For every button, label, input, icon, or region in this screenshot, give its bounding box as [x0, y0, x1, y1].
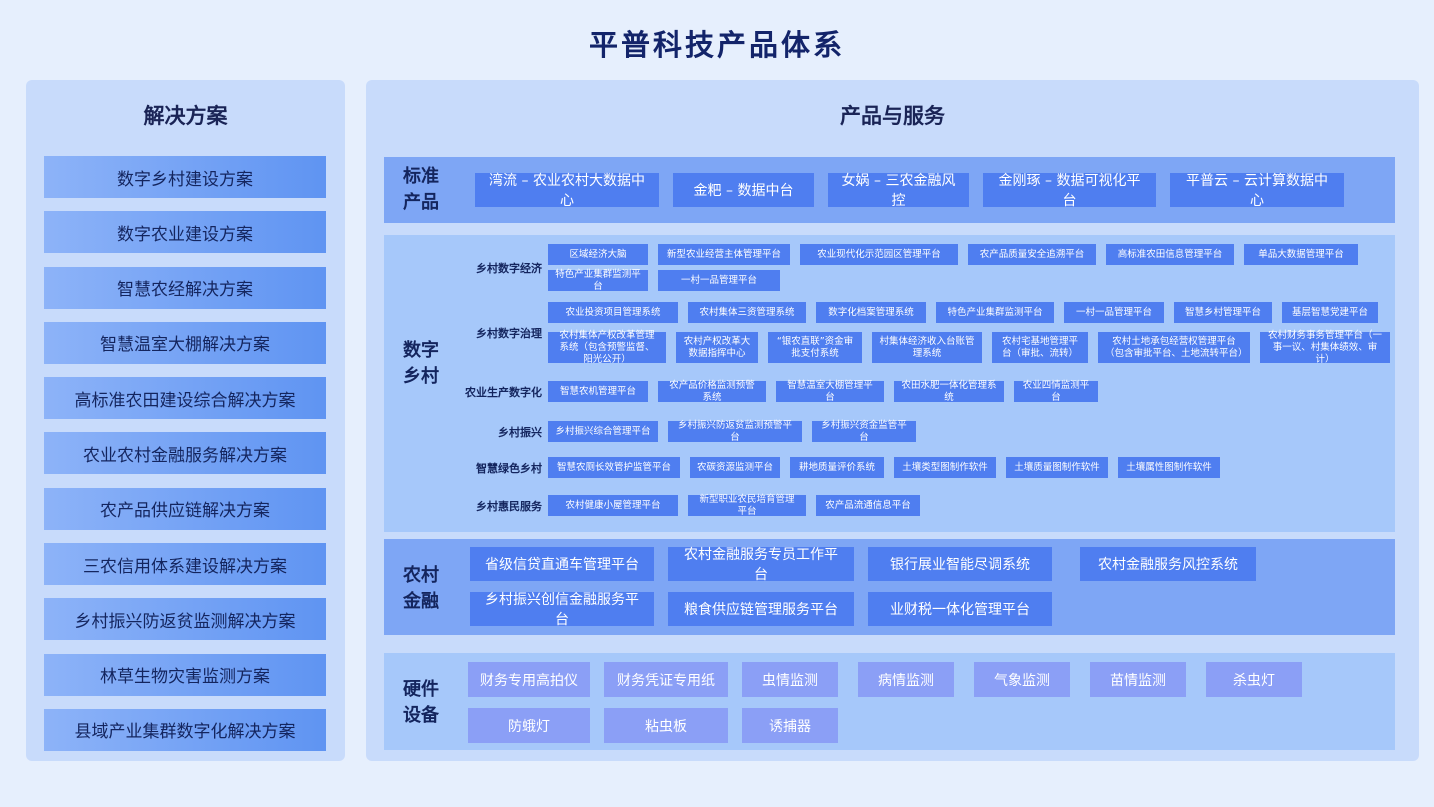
product-chip[interactable]: 一村一品管理平台	[1064, 302, 1164, 323]
solution-item[interactable]: 农业农村金融服务解决方案	[44, 432, 326, 475]
product-chip[interactable]: 乡村振兴综合管理平台	[548, 421, 658, 442]
solution-item[interactable]: 县域产业集群数字化解决方案	[44, 708, 326, 751]
product-chip[interactable]: 农业现代化示范园区管理平台	[800, 244, 958, 265]
product-chip[interactable]: 区域经济大脑	[548, 244, 648, 265]
category-label: 农业生产数字化	[465, 385, 542, 399]
product-chip[interactable]: 农村土地承包经营权管理平台（包含审批平台、土地流转平台）	[1098, 332, 1250, 363]
product-chip[interactable]: 乡村振兴资金监管平台	[812, 420, 916, 443]
products-title: 产品与服务	[840, 104, 945, 128]
solution-item[interactable]: 智慧温室大棚解决方案	[44, 321, 326, 364]
category-row: 乡村数字经济区域经济大脑新型农业经营主体管理平台农业现代化示范园区管理平台农产品…	[464, 244, 1358, 292]
product-chip[interactable]: 土壤属性图制作软件	[1118, 457, 1220, 478]
rural-finance-section: 农村金融 省级信贷直通车管理平台农村金融服务专员工作平台银行展业智能尽调系统农村…	[384, 539, 1395, 635]
category-row: 农业生产数字化智慧农机管理平台农产品价格监测预警系统智慧温室大棚管理平台农田水肥…	[464, 380, 1098, 403]
product-chip[interactable]: 苗情监测	[1090, 662, 1186, 697]
solutions-list: 数字乡村建设方案数字农业建设方案智慧农经解决方案智慧温室大棚解决方案高标准农田建…	[44, 156, 326, 764]
product-chip[interactable]: 乡村振兴创信金融服务平台	[470, 592, 654, 628]
product-chip[interactable]: 农村集体三资管理系统	[688, 302, 806, 323]
category-row: 乡村惠民服务农村健康小屋管理平台新型职业农民培育管理平台农产品流通信息平台	[464, 494, 920, 517]
product-chip[interactable]: 基层智慧党建平台	[1282, 302, 1378, 323]
product-chip[interactable]: 耕地质量评价系统	[790, 457, 884, 478]
product-chip[interactable]: 粮食供应链管理服务平台	[668, 592, 854, 626]
product-chip[interactable]: 诱捕器	[742, 708, 838, 743]
product-chip[interactable]: 土壤类型图制作软件	[894, 457, 996, 478]
solution-item[interactable]: 农产品供应链解决方案	[44, 487, 326, 530]
category-row: 乡村振兴乡村振兴综合管理平台乡村振兴防返贫监测预警平台乡村振兴资金监管平台	[464, 420, 916, 443]
standard-products-section: 标准产品 湾流 – 农业农村大数据中心金粑 – 数据中台女娲 – 三农金融风控金…	[384, 157, 1395, 223]
product-chip[interactable]: 财务专用高拍仪	[468, 662, 590, 697]
product-chip[interactable]: 农村集体产权改革管理系统（包含预警监督、阳光公开）	[548, 330, 666, 365]
product-chip[interactable]: 农业投资项目管理系统	[548, 302, 678, 323]
product-chip[interactable]: 湾流 – 农业农村大数据中心	[475, 173, 659, 209]
solution-item[interactable]: 乡村振兴防返贫监测解决方案	[44, 598, 326, 641]
product-chip[interactable]: 特色产业集群监测平台	[548, 269, 648, 292]
product-chip[interactable]: 乡村振兴防返贫监测预警平台	[668, 420, 802, 443]
digital-village-section: 数字乡村 乡村数字经济区域经济大脑新型农业经营主体管理平台农业现代化示范园区管理…	[384, 235, 1395, 532]
product-chip[interactable]: 新型职业农民培育管理平台	[688, 494, 806, 517]
product-chip[interactable]: 智慧农厕长效管护监管平台	[548, 457, 680, 478]
product-chip[interactable]: 气象监测	[974, 662, 1070, 697]
product-chip[interactable]: 农村金融服务专员工作平台	[668, 547, 854, 583]
product-chip[interactable]: 农村产权改革大数据指挥中心	[676, 332, 758, 363]
product-chip[interactable]: 农田水肥一体化管理系统	[894, 380, 1004, 403]
page-title: 平普科技产品体系	[588, 28, 845, 62]
product-chip[interactable]: 农产品质量安全追溯平台	[968, 244, 1096, 265]
product-chip[interactable]: “银农直联”资金审批支付系统	[768, 332, 862, 363]
product-chip[interactable]: 数字化档案管理系统	[816, 302, 926, 323]
product-chip[interactable]: 杀虫灯	[1206, 662, 1302, 697]
solutions-title: 解决方案	[143, 104, 228, 128]
solution-item[interactable]: 智慧农经解决方案	[44, 266, 326, 309]
product-chip[interactable]: 一村一品管理平台	[658, 270, 780, 291]
product-chip[interactable]: 智慧乡村管理平台	[1174, 302, 1272, 323]
solution-item[interactable]: 三农信用体系建设解决方案	[44, 543, 326, 586]
product-chip[interactable]: 新型农业经营主体管理平台	[658, 244, 790, 265]
category-row: 智慧绿色乡村智慧农厕长效管护监管平台农碳资源监测平台耕地质量评价系统土壤类型图制…	[464, 457, 1220, 478]
hardware-section: 硬件设备 财务专用高拍仪财务凭证专用纸虫情监测病情监测气象监测苗情监测杀虫灯防蛾…	[384, 653, 1395, 750]
section-label: 硬件设备	[403, 679, 439, 726]
solution-item[interactable]: 数字乡村建设方案	[44, 156, 326, 198]
category-label: 乡村惠民服务	[476, 499, 542, 513]
category-label: 乡村数字治理	[476, 326, 542, 340]
product-chip[interactable]: 虫情监测	[742, 662, 838, 697]
category-label: 乡村振兴	[498, 425, 542, 439]
product-chip[interactable]: 农村财务事务管理平台（一事一议、村集体绩效、审计）	[1260, 330, 1390, 365]
product-chip[interactable]: 单品大数据管理平台	[1244, 244, 1358, 265]
product-chip[interactable]: 防蛾灯	[468, 708, 590, 743]
section-label: 数字乡村	[403, 340, 439, 387]
product-chip[interactable]: 村集体经济收入台账管理系统	[872, 332, 982, 363]
product-chip[interactable]: 病情监测	[858, 662, 954, 697]
product-chip[interactable]: 土壤质量图制作软件	[1006, 457, 1108, 478]
product-chip[interactable]: 粘虫板	[604, 708, 728, 743]
product-chip[interactable]: 智慧农机管理平台	[548, 381, 648, 402]
product-chip[interactable]: 农产品流通信息平台	[816, 495, 920, 516]
product-chip[interactable]: 金刚琢 – 数据可视化平台	[983, 173, 1156, 209]
product-chip[interactable]: 高标准农田信息管理平台	[1106, 244, 1234, 265]
product-chip[interactable]: 银行展业智能尽调系统	[868, 547, 1052, 581]
product-chip[interactable]: 特色产业集群监测平台	[936, 302, 1054, 323]
solution-item[interactable]: 高标准农田建设综合解决方案	[44, 377, 326, 420]
section-label: 农村金融	[403, 565, 439, 612]
solution-item[interactable]: 林草生物灾害监测方案	[44, 653, 326, 696]
section-label: 标准产品	[403, 166, 439, 213]
product-chip[interactable]: 农产品价格监测预警系统	[658, 380, 766, 403]
product-chip[interactable]: 女娲 – 三农金融风控	[828, 173, 969, 209]
category-label: 乡村数字经济	[476, 261, 542, 275]
solution-item[interactable]: 数字农业建设方案	[44, 211, 326, 254]
product-chip[interactable]: 农村金融服务风控系统	[1080, 547, 1256, 581]
product-chip[interactable]: 财务凭证专用纸	[604, 662, 728, 697]
product-chip[interactable]: 农业四情监测平台	[1014, 380, 1098, 403]
category-row: 乡村数字治理农业投资项目管理系统农村集体三资管理系统数字化档案管理系统特色产业集…	[464, 302, 1390, 365]
product-chip[interactable]: 农村健康小屋管理平台	[548, 495, 678, 516]
product-chip[interactable]: 平普云 – 云计算数据中心	[1170, 173, 1344, 209]
product-chip[interactable]: 智慧温室大棚管理平台	[776, 380, 884, 403]
product-chip[interactable]: 农村宅基地管理平台（审批、流转）	[992, 332, 1088, 363]
product-chip[interactable]: 金粑 – 数据中台	[673, 173, 814, 207]
product-chip[interactable]: 省级信贷直通车管理平台	[470, 547, 654, 581]
category-label: 智慧绿色乡村	[476, 461, 542, 475]
product-chip[interactable]: 业财税一体化管理平台	[868, 592, 1052, 626]
product-chip[interactable]: 农碳资源监测平台	[690, 457, 780, 478]
